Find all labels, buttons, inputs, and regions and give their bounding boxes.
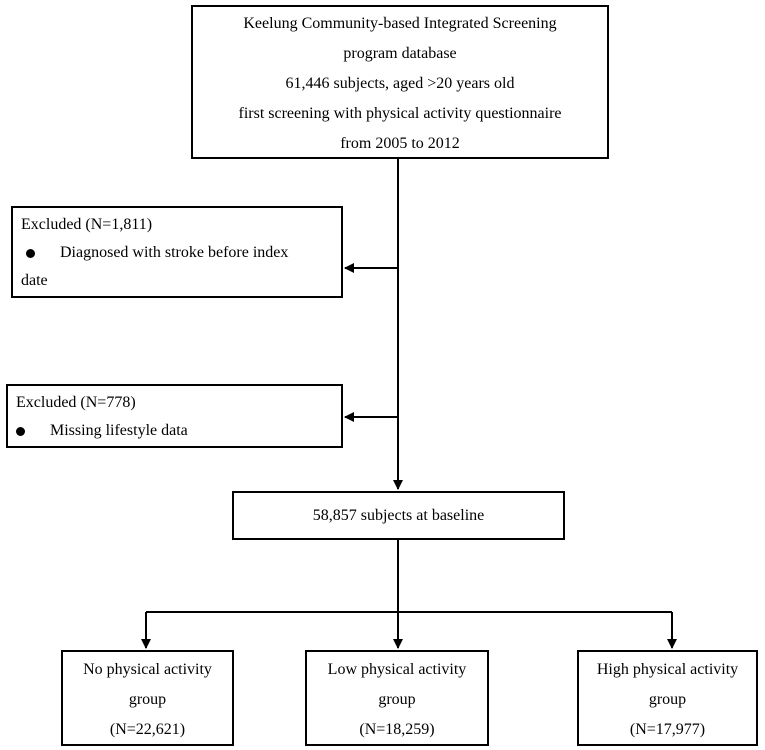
source-line-4: first screening with physical activity q… <box>238 105 562 122</box>
group-no-line2: group <box>128 691 167 708</box>
exclusion-1-reason-cont: date <box>21 272 48 289</box>
source-line-2: program database <box>343 45 457 62</box>
exclusion-2-bullet-row: Missing lifestyle data <box>16 417 341 445</box>
baseline-box: 58,857 subjects at baseline <box>232 491 565 540</box>
exclusion-1-title: Excluded (N=1,811) <box>21 216 153 233</box>
source-line-1: Keelung Community-based Integrated Scree… <box>243 15 557 32</box>
group-low-count: (N=18,259) <box>359 721 435 738</box>
group-high-line1: High physical activity <box>596 661 739 678</box>
group-no-count: (N=22,621) <box>109 721 186 738</box>
bullet-icon <box>16 427 25 436</box>
source-database-box: Keelung Community-based Integrated Scree… <box>191 5 609 159</box>
group-box-low-activity: Low physical activity group (N=18,259) <box>305 650 489 746</box>
exclusion-box-lifestyle: Excluded (N=778) Missing lifestyle data <box>6 384 343 448</box>
group-box-no-activity: No physical activity group (N=22,621) <box>61 650 234 746</box>
source-line-5: from 2005 to 2012 <box>340 135 460 152</box>
exclusion-2-reason: Missing lifestyle data <box>50 422 188 439</box>
exclusion-box-stroke: Excluded (N=1,811) Diagnosed with stroke… <box>11 206 343 298</box>
group-high-count: (N=17,977) <box>629 721 706 738</box>
group-box-high-activity: High physical activity group (N=17,977) <box>577 650 758 746</box>
source-line-3: 61,446 subjects, aged >20 years old <box>285 75 515 92</box>
group-low-line1: Low physical activity <box>327 661 467 678</box>
group-high-line2: group <box>648 691 687 708</box>
exclusion-1-bullet-row: Diagnosed with stroke before index <box>21 239 341 267</box>
group-no-line1: No physical activity <box>83 661 212 678</box>
group-low-line2: group <box>378 691 416 708</box>
bullet-icon <box>26 249 35 258</box>
baseline-label: 58,857 subjects at baseline <box>312 507 485 524</box>
exclusion-2-title: Excluded (N=778) <box>16 394 136 411</box>
exclusion-1-reason: Diagnosed with stroke before index <box>60 244 289 261</box>
